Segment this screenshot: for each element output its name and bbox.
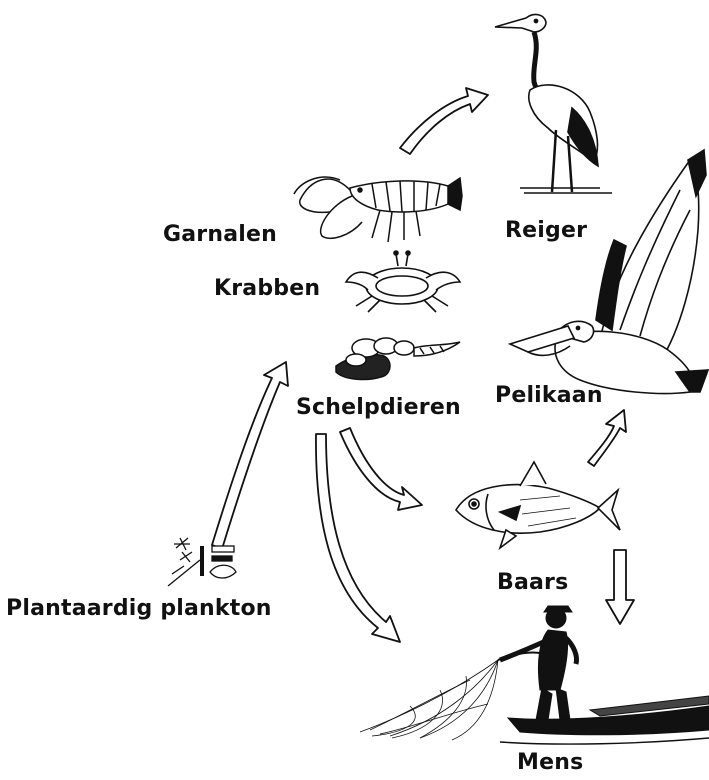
pelican-icon <box>510 150 708 394</box>
label-schelpdieren: Schelpdieren <box>296 395 461 420</box>
label-garnalen: Garnalen <box>163 222 277 247</box>
arrow-to-heron <box>400 88 488 154</box>
arrow-shellfish-to-perch <box>340 428 422 510</box>
shellfish-icon <box>336 338 460 379</box>
arrow-plankton-to-shellfish <box>212 362 288 549</box>
arrow-perch-to-pelican <box>588 410 626 466</box>
label-krabben: Krabben <box>214 276 320 301</box>
label-plankton: Plantaardig plankton <box>6 596 272 621</box>
perch-fish-icon <box>456 462 620 548</box>
plankton-icon <box>168 538 236 586</box>
heron-icon <box>495 15 612 193</box>
fisherman-icon <box>360 606 709 744</box>
label-reiger: Reiger <box>505 218 587 243</box>
label-mens: Mens <box>517 750 583 775</box>
label-pelikaan: Pelikaan <box>495 383 603 408</box>
shrimp-icon <box>294 177 462 242</box>
crab-icon <box>346 251 460 312</box>
arrow-perch-to-human <box>606 550 634 624</box>
label-baars: Baars <box>497 570 568 595</box>
